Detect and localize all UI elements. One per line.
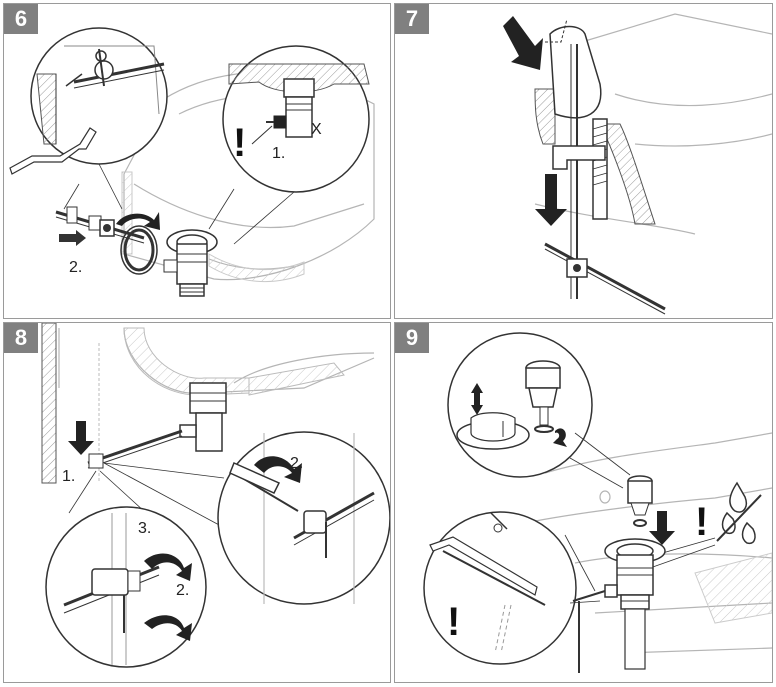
step-number-badge: 6 <box>4 4 38 34</box>
step-9-panel: 9 <box>394 322 773 683</box>
zoom-drain-detail: X ! 1. <box>222 45 370 193</box>
step-label: 2. <box>176 582 189 599</box>
step-6-illustration: X ! 1. 2. <box>9 27 375 297</box>
drain-assembly <box>572 475 675 673</box>
step-label: 2. <box>69 259 82 276</box>
step-number-badge: 8 <box>4 323 38 353</box>
cross-mark: X <box>311 121 322 138</box>
push-down-arrow-icon <box>535 174 567 226</box>
step-6-panel: 6 <box>3 3 391 319</box>
rotate-arrow-icon <box>144 615 192 641</box>
step-label: 3. <box>138 520 151 537</box>
push-down-arrow-icon <box>68 421 94 455</box>
pull-arrow-icon <box>59 230 86 246</box>
step-label: 1. <box>62 468 75 485</box>
step-label: 2. <box>290 455 303 472</box>
step-8-panel: 8 1. <box>3 322 391 683</box>
callout-lines <box>564 432 716 604</box>
rotate-arrow-icon <box>116 212 160 230</box>
exploded-parts: 2. <box>55 206 218 297</box>
step-number-badge: 9 <box>395 323 429 353</box>
step-9-illustration: ! <box>423 332 772 673</box>
no-water-icon <box>716 481 762 545</box>
step-number-badge: 7 <box>395 4 429 34</box>
up-down-arrow-icon <box>471 383 483 415</box>
zoom-rod-warning-detail: ! <box>423 511 577 665</box>
drain-assembly <box>179 382 227 452</box>
step-label: 1. <box>272 145 285 162</box>
warning-mark: ! <box>695 500 708 544</box>
step-8-illustration: 1. 2. <box>41 323 390 668</box>
rotate-arrow-icon <box>254 456 302 483</box>
zoom-rod-detail <box>30 27 168 165</box>
push-down-arrow-icon <box>649 511 675 545</box>
step-7-panel: 7 <box>394 3 773 319</box>
rotate-arrow-icon <box>144 553 192 581</box>
warning-mark: ! <box>447 600 460 644</box>
zoom-plug-detail <box>447 332 593 478</box>
callout-lines <box>63 163 295 245</box>
warning-mark: ! <box>233 121 246 165</box>
zoom-clamp-detail: 3. 2. <box>45 506 207 668</box>
push-down-arrow-icon <box>503 16 543 70</box>
rotate-arrow-icon <box>553 428 567 447</box>
zoom-screwdriver-detail: 2. <box>217 431 390 605</box>
step-7-illustration <box>494 13 772 315</box>
